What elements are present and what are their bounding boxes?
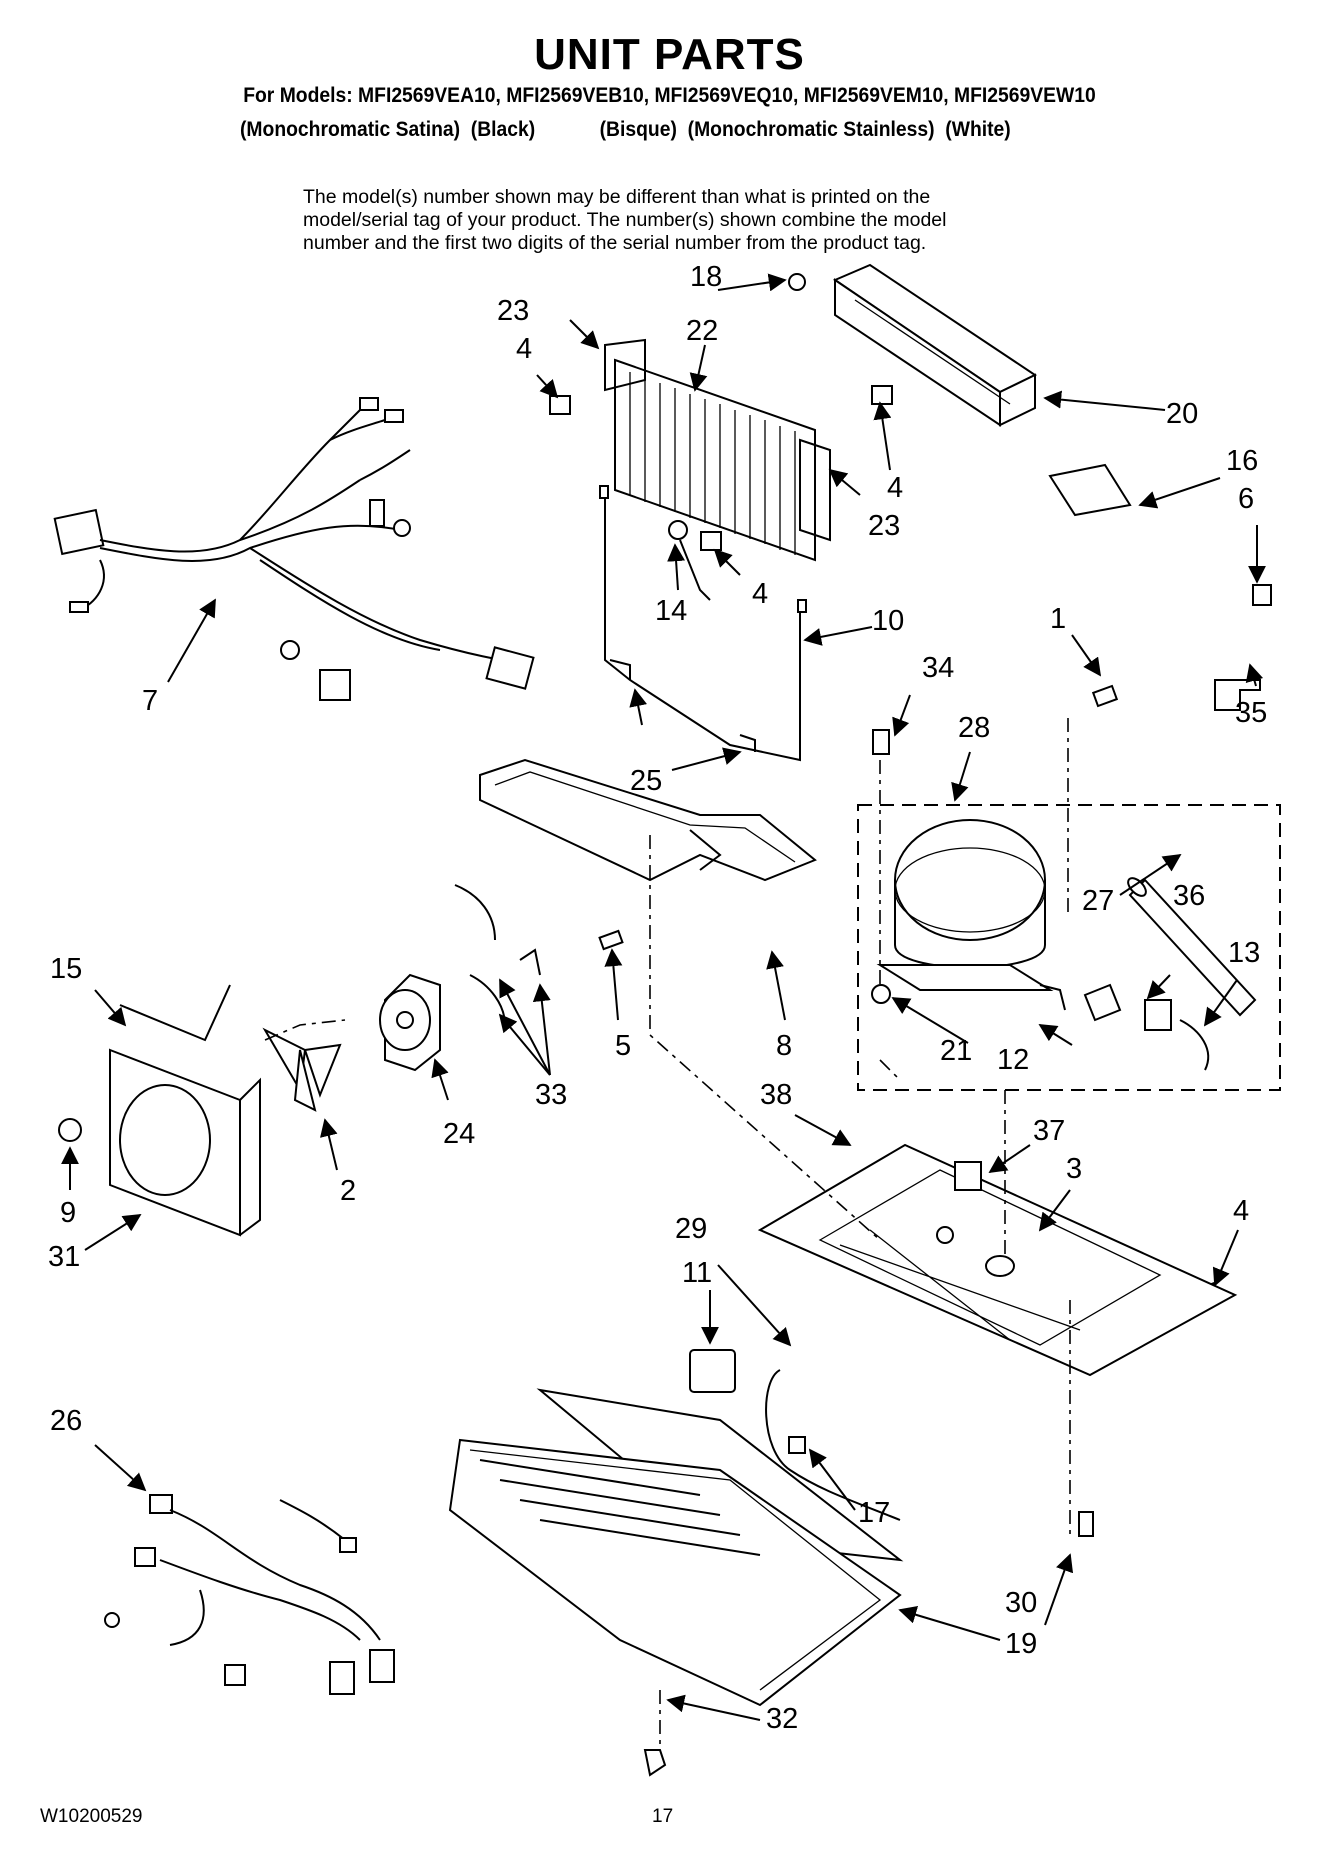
compressor-group-box [857, 804, 1281, 1091]
model-number-note: The model(s) number shown may be differe… [303, 186, 1063, 255]
drier-filter-part [1127, 877, 1257, 1017]
callout-30: 30 [1005, 1587, 1037, 1619]
callout-23: 23 [868, 510, 900, 542]
callout-6: 6 [1238, 483, 1254, 515]
callout-29: 29 [675, 1213, 707, 1245]
callout-32: 33 [535, 1079, 567, 1111]
models-line: For Models: MFI2569VEA10, MFI2569VEB10, … [243, 84, 1096, 107]
callout-28: 28 [958, 712, 990, 744]
base-tray-part [757, 1143, 1238, 1377]
callout-38: 38 [760, 1079, 792, 1111]
callout-33: 34 [922, 652, 954, 684]
note-line-1: The model(s) number shown may be differe… [303, 186, 931, 208]
callout-10: 10 [872, 605, 904, 637]
callout-20: 20 [1166, 398, 1198, 430]
condenser-fan-parts [262, 884, 541, 1112]
callout-36: 32 [766, 1703, 798, 1735]
assembly-lines [264, 718, 1071, 1750]
callout-11: 11 [682, 1257, 712, 1289]
callout-26: 26 [50, 1405, 82, 1437]
callout-17: 13 [1228, 937, 1260, 969]
note-line-2: model/serial tag of your product. The nu… [303, 209, 947, 231]
wire-harness-part [53, 397, 535, 701]
callout-24: 24 [443, 1118, 475, 1150]
callout-19: 18 [690, 261, 722, 293]
callout-14: 14 [655, 595, 687, 627]
callout-13: 15 [50, 953, 82, 985]
compressor-part [871, 819, 1066, 1011]
service-harness-part [104, 1494, 395, 1695]
drain-trough-part [479, 758, 817, 882]
callout-3: 3 [1066, 1153, 1082, 1185]
document-number: W10200529 [40, 1806, 143, 1827]
callout-23: 23 [497, 295, 529, 327]
callout-5: 5 [615, 1030, 631, 1062]
callout-7: 7 [142, 685, 158, 717]
callout-15: 17 [858, 1497, 890, 1529]
fan-shroud-part [58, 984, 261, 1237]
callout-4: 4 [1233, 1195, 1249, 1227]
callout-34: 35 [1235, 697, 1267, 729]
callout-4: 4 [516, 333, 532, 365]
callout-31: 31 [48, 1241, 80, 1273]
relay-overload-parts [1083, 983, 1210, 1071]
callout-1: 1 [1050, 603, 1066, 635]
callout-4: 4 [887, 472, 903, 504]
callout-16: 16 [1226, 445, 1258, 477]
evaporator-part [604, 338, 831, 562]
defrost-heater-part [599, 485, 807, 762]
callout-8: 8 [776, 1030, 792, 1062]
callout-35: 36 [1173, 880, 1205, 912]
page-title: UNIT PARTS [534, 30, 805, 79]
callout-27: 27 [1082, 885, 1114, 917]
callout-12: 12 [997, 1044, 1029, 1076]
callout-4: 4 [752, 578, 768, 610]
callout-labels: 18 23 4 22 20 4 23 4 14 10 16 6 35 1 34 … [48, 261, 1267, 1735]
condenser-coil-part [448, 1349, 904, 1777]
callout-9: 9 [60, 1197, 76, 1229]
finishes-line: (Monochromatic Satina) (Black) (Bisque) … [240, 118, 1011, 141]
callout-21: 21 [940, 1035, 972, 1067]
callout-2: 2 [340, 1175, 356, 1207]
small-bracket-parts [1048, 463, 1261, 711]
note-line-3: number and the first two digits of the s… [303, 232, 927, 254]
callout-25: 25 [630, 765, 662, 797]
callout-leaders [61, 273, 1266, 1721]
page-number: 17 [652, 1806, 674, 1827]
callout-18: 19 [1005, 1628, 1037, 1660]
callout-22: 22 [686, 315, 718, 347]
callout-37: 37 [1033, 1115, 1065, 1147]
evaporator-housing-part [832, 263, 1038, 427]
